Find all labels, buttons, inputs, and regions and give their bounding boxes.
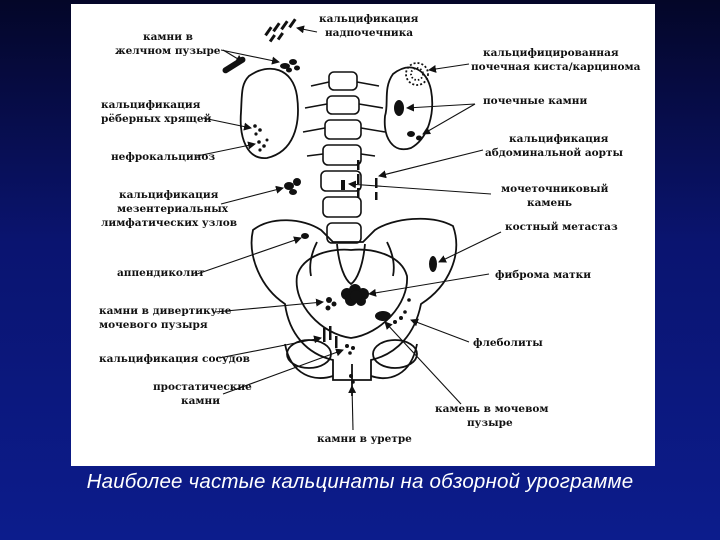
label-uterine-fibroma: фиброма матки bbox=[495, 269, 591, 281]
prostatic-stones-mark bbox=[345, 344, 355, 355]
label-urethral: камни в уретре bbox=[317, 433, 412, 445]
ureteral-stone-mark bbox=[341, 180, 345, 190]
slide-caption: Наиболее частые кальцинаты на обзорной у… bbox=[86, 470, 634, 493]
bone-metastasis-mark bbox=[429, 256, 437, 272]
label-renal-cyst: кальцифицированная почечная киста/карцин… bbox=[471, 47, 641, 73]
pelvic-inlet bbox=[295, 248, 408, 339]
label-bone-metastasis: костный метастаз bbox=[505, 221, 618, 233]
label-appendicolith: аппендиколит bbox=[117, 267, 205, 279]
gallbladder-outline bbox=[239, 67, 299, 159]
aortic-mark bbox=[357, 160, 378, 200]
kidney-outline bbox=[383, 66, 434, 151]
label-renal-stones: почечные камни bbox=[483, 95, 587, 107]
labels: камни в желчном пузыре кальцификация над… bbox=[99, 13, 641, 445]
label-costal-cartilage: кальцификация рёберных хрящей bbox=[101, 99, 212, 125]
pelvis-outline bbox=[250, 217, 458, 381]
nephrocalcinosis-mark bbox=[257, 138, 269, 152]
abdominal-calcifications-diagram: камни в желчном пузыре кальцификация над… bbox=[99, 13, 641, 445]
diagram-panel: камни в желчном пузыре кальцификация над… bbox=[71, 4, 655, 466]
spine bbox=[302, 71, 386, 244]
costal-cartilage-mark bbox=[253, 124, 262, 136]
urethral-stones-mark bbox=[349, 374, 355, 384]
label-diverticulum: камни в дивертикуле мочевого пузыря bbox=[99, 305, 235, 331]
anatomy bbox=[239, 62, 458, 396]
label-adrenal: кальцификация надпочечника bbox=[319, 13, 422, 39]
leader-lines bbox=[196, 25, 502, 431]
label-gallstones: камни в желчном пузыре bbox=[115, 31, 221, 57]
uterine-fibroma-mark bbox=[341, 284, 369, 306]
label-bladder-stone: камень в мочевом пузыре bbox=[435, 403, 552, 429]
label-phleboliths: флеболиты bbox=[473, 337, 543, 349]
label-prostatic: простатические камни bbox=[153, 381, 256, 407]
label-nephrocalcinosis: нефрокальциноз bbox=[111, 151, 215, 163]
renal-stone-mark bbox=[394, 100, 404, 116]
adrenal-mark bbox=[264, 18, 297, 43]
label-vascular: кальцификация сосудов bbox=[99, 353, 250, 365]
bladder-stone-mark bbox=[375, 311, 391, 321]
mesenteric-nodes-mark bbox=[284, 178, 301, 195]
diverticulum-stones-mark bbox=[325, 297, 337, 311]
label-ureteral-stone: мочеточниковый камень bbox=[501, 183, 612, 209]
calcifications bbox=[222, 18, 437, 384]
label-aortic: кальцификация абдоминальной аорты bbox=[485, 133, 624, 159]
appendicolith-mark bbox=[301, 233, 309, 239]
vascular-calcification-mark bbox=[323, 326, 338, 348]
label-mesenteric: кальцификация мезентериальных лимфатичес… bbox=[101, 189, 237, 229]
renal-cyst-outline bbox=[405, 62, 429, 86]
phleboliths-mark bbox=[393, 298, 411, 324]
